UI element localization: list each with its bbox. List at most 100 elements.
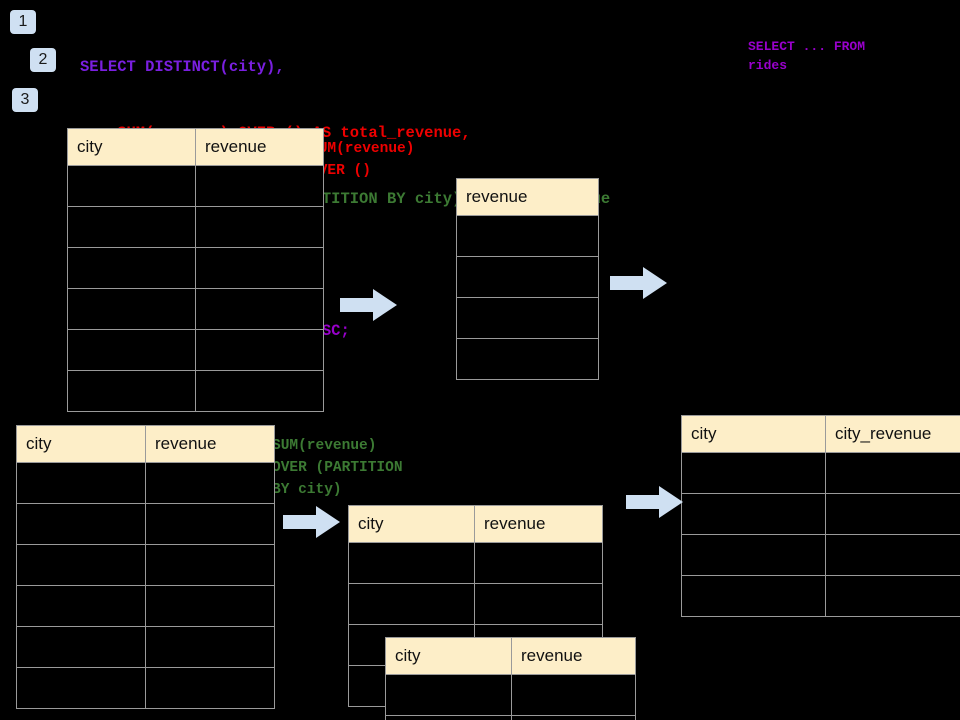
table-cell <box>348 542 475 584</box>
table-row <box>16 585 275 627</box>
table-cell <box>67 206 196 248</box>
table-cell <box>195 288 324 330</box>
table-cell <box>825 493 960 535</box>
column-header-revenue: revenue <box>456 178 599 216</box>
column-header-city-revenue: city_revenue <box>825 415 960 453</box>
table-cell <box>67 329 196 371</box>
table-cell <box>385 674 512 716</box>
table-cell <box>145 585 275 627</box>
table-cell <box>825 534 960 576</box>
table-row <box>385 674 636 716</box>
table-row <box>67 165 324 207</box>
table-row <box>67 329 324 371</box>
table-row <box>67 370 324 412</box>
sql-line-select: SELECT DISTINCT(city), <box>80 58 285 76</box>
table-cell <box>511 674 636 716</box>
arrow-right-icon <box>283 506 340 538</box>
table-row <box>348 583 603 625</box>
arrow-right-icon <box>626 486 683 518</box>
table-row <box>456 256 599 298</box>
table-row <box>67 288 324 330</box>
table-cell <box>825 452 960 494</box>
table-row <box>16 626 275 668</box>
table-cell <box>681 452 826 494</box>
table-cell <box>195 165 324 207</box>
table-source-top: city revenue <box>67 128 324 412</box>
column-header-city: city <box>348 505 475 543</box>
table-row <box>681 534 960 576</box>
table-cell <box>385 715 512 720</box>
table-row <box>456 215 599 257</box>
table-row <box>385 715 636 720</box>
table-cell <box>145 544 275 586</box>
table-cell <box>681 493 826 535</box>
table-cell <box>348 583 475 625</box>
table-partition-a: city revenue <box>348 505 603 707</box>
column-header-city: city <box>67 128 196 166</box>
table-cell <box>145 503 275 545</box>
table-cell <box>456 256 599 298</box>
arrow-right-icon <box>610 267 667 299</box>
table-cell <box>825 575 960 617</box>
annotation-sum-over-empty: SUM(revenue) OVER () <box>310 141 415 179</box>
column-header-revenue: revenue <box>195 128 324 166</box>
table-cell <box>16 626 146 668</box>
column-header-revenue: revenue <box>145 425 275 463</box>
table-row <box>456 338 599 380</box>
table-cell <box>195 329 324 371</box>
table-cell <box>16 503 146 545</box>
table-cell <box>456 215 599 257</box>
table-row <box>16 544 275 586</box>
column-header-city: city <box>385 637 512 675</box>
table-row <box>16 503 275 545</box>
table-cell <box>16 544 146 586</box>
table-total-revenue: revenue <box>456 178 599 380</box>
table-cell <box>67 247 196 289</box>
column-header-city: city <box>681 415 826 453</box>
table-cell <box>474 583 603 625</box>
table-header-row: city revenue <box>16 425 275 463</box>
step-badge-2: 2 <box>30 48 56 72</box>
table-cell <box>456 338 599 380</box>
table-header-row: city revenue <box>385 637 636 675</box>
table-cell <box>511 715 636 720</box>
table-cell <box>67 288 196 330</box>
table-cell <box>16 462 146 504</box>
table-cell <box>681 534 826 576</box>
table-cell <box>195 206 324 248</box>
table-row <box>16 667 275 709</box>
table-cell <box>456 297 599 339</box>
table-header-row: city revenue <box>348 505 603 543</box>
table-row <box>456 297 599 339</box>
table-row <box>16 462 275 504</box>
table-cell <box>16 667 146 709</box>
table-cell <box>681 575 826 617</box>
table-cell <box>195 247 324 289</box>
column-header-revenue: revenue <box>511 637 636 675</box>
table-row <box>67 206 324 248</box>
column-header-city: city <box>16 425 146 463</box>
table-cell <box>145 667 275 709</box>
table-header-row: city revenue <box>67 128 324 166</box>
table-cell <box>145 626 275 668</box>
table-partition-b: city revenue <box>385 637 636 720</box>
table-cell <box>67 370 196 412</box>
table-header-row: revenue <box>456 178 599 216</box>
table-row <box>681 493 960 535</box>
table-row <box>681 452 960 494</box>
table-cell <box>195 370 324 412</box>
table-header-row: city city_revenue <box>681 415 960 453</box>
table-result: city city_revenue <box>681 415 960 617</box>
table-cell <box>145 462 275 504</box>
step-badge-3: 3 <box>12 88 38 112</box>
annotation-sum-over-partition: SUM(revenue) OVER (PARTITION BY city) <box>272 438 403 498</box>
table-row <box>681 575 960 617</box>
column-header-revenue: revenue <box>474 505 603 543</box>
table-cell <box>67 165 196 207</box>
table-cell <box>16 585 146 627</box>
annotation-select-from: SELECT ... FROM rides <box>748 39 866 73</box>
arrow-right-icon <box>340 289 397 321</box>
table-source-bottom: city revenue <box>16 425 275 709</box>
table-row <box>67 247 324 289</box>
